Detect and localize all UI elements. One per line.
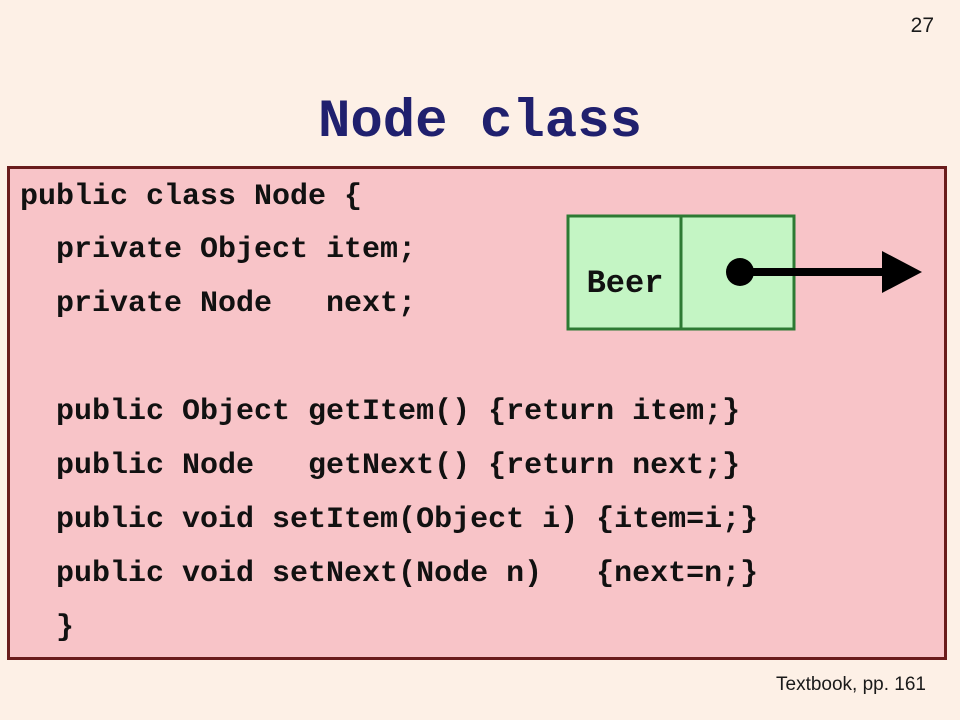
code-line-class-decl: public class Node { [20,180,363,214]
page-number: 27 [910,14,934,37]
code-line-get-item: public Object getItem() {return item;} [20,395,741,429]
code-block: public class Node { private Object item;… [7,166,947,660]
code-line-item-field: private Object item; [20,233,417,267]
slide-title: Node class [317,92,643,153]
code-line-get-next: public Node getNext() {return next;} [20,449,741,483]
code-line-closing-brace: } [20,611,75,645]
textbook-reference: Textbook, pp. 161 [776,674,926,695]
code-line-set-next: public void setNext(Node n) {next=n;} [20,557,759,591]
code-line-set-item: public void setItem(Object i) {item=i;} [20,503,759,537]
code-line-next-field: private Node next; [20,287,417,321]
